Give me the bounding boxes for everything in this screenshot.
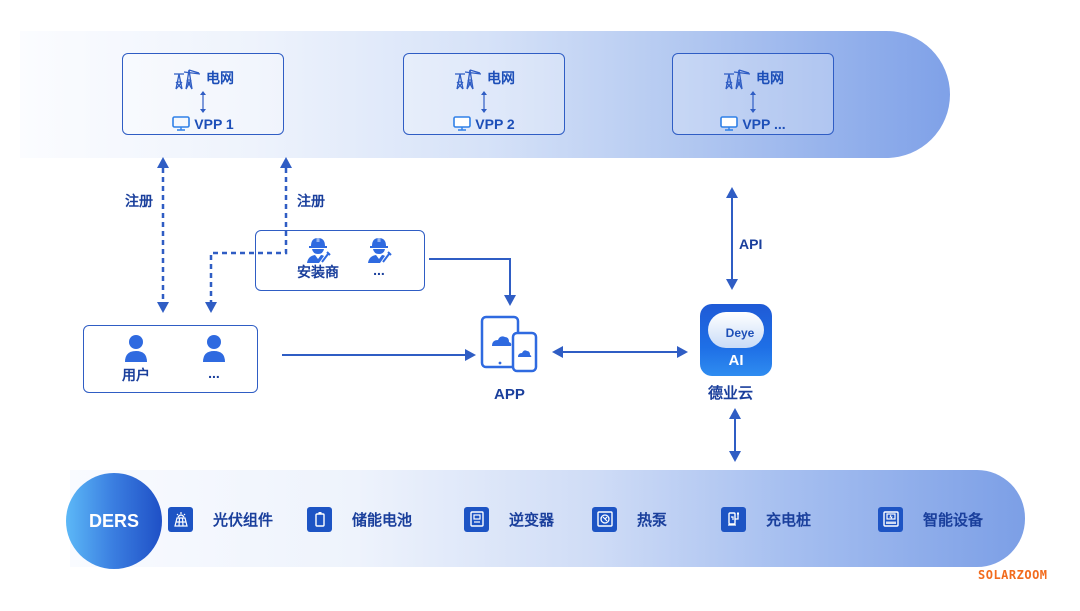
ders-band: [70, 470, 1025, 567]
arrow-head-up: [280, 157, 292, 168]
heat-pump-icon: [592, 506, 617, 532]
user-item[interactable]: 用户: [106, 334, 166, 385]
device-smart[interactable]: 智能设备: [878, 506, 983, 532]
logo-text: Deye: [725, 326, 755, 340]
register-label: 注册: [297, 193, 325, 209]
arrow-head-right: [677, 346, 688, 358]
app-node[interactable]: [480, 315, 538, 378]
double-arrow-icon: [199, 90, 207, 119]
double-arrow-icon: [749, 90, 757, 119]
device-label: 逆变器: [509, 511, 555, 529]
device-solar[interactable]: 光伏组件: [168, 506, 273, 532]
solar-panel-icon: [168, 506, 193, 532]
power-tower-icon: [722, 69, 756, 90]
logo-ai: AI: [728, 352, 744, 369]
cloud-label: 德业云: [708, 385, 754, 402]
vpp-label: VPP 2: [475, 116, 515, 132]
device-label: 智能设备: [923, 511, 984, 529]
arrow-head-up: [729, 408, 741, 419]
grid-label: 电网: [756, 70, 784, 86]
monitor-icon: [172, 116, 194, 132]
installer-item[interactable]: ...: [349, 235, 409, 278]
vpp-label: VPP 1: [194, 116, 234, 132]
user-label: 用户: [122, 367, 150, 383]
installer-worker-icon: [304, 237, 332, 266]
deye-cloud-logo[interactable]: Deye AI: [700, 304, 772, 376]
grid-label: 电网: [206, 70, 234, 86]
power-tower-icon: [172, 69, 206, 90]
device-heat-pump[interactable]: 热泵: [592, 506, 667, 532]
user-label: ...: [208, 365, 220, 381]
monitor-icon: [453, 116, 475, 132]
user-icon: [122, 335, 150, 365]
power-tower-icon: [453, 69, 487, 90]
vpp-box-2: 电网 VPP 2: [403, 53, 565, 135]
arrow-head-down: [729, 451, 741, 462]
arrow-head-up: [157, 157, 169, 168]
battery-icon: [307, 506, 332, 532]
app-label: APP: [494, 386, 525, 403]
double-arrow-icon: [480, 90, 488, 119]
arrow-head-up: [726, 187, 738, 198]
cloud-icon: [708, 312, 764, 348]
device-ev-charger[interactable]: 充电桩: [721, 506, 811, 532]
inverter-icon: [464, 506, 489, 532]
vpp-box-3: 电网 VPP ...: [672, 53, 834, 135]
device-battery[interactable]: 储能电池: [307, 506, 412, 532]
register-label: 注册: [125, 193, 153, 209]
arrow-head-down: [205, 302, 217, 313]
arrow-head-down: [726, 279, 738, 290]
smart-device-icon: [878, 506, 903, 532]
device-label: 储能电池: [352, 511, 413, 529]
installer-to-app-link: [429, 258, 511, 296]
installer-item[interactable]: 安装商: [288, 235, 348, 282]
device-label: 充电桩: [766, 511, 812, 529]
installer-worker-icon: [365, 237, 393, 266]
arrow-head-down: [504, 295, 516, 306]
tablet-phone-cloud-icon: [480, 315, 538, 377]
device-label: 光伏组件: [213, 511, 274, 529]
arrow-head-right: [465, 349, 476, 361]
user-card[interactable]: 用户 ...: [83, 325, 258, 393]
watermark: SOLARZOOM: [978, 568, 1048, 582]
installer-label: 安装商: [297, 264, 339, 280]
register-link-installer: [209, 168, 288, 302]
installer-label: ...: [373, 262, 385, 278]
grid-label: 电网: [487, 70, 515, 86]
ev-charger-icon: [721, 506, 746, 532]
arrow-head-left: [552, 346, 563, 358]
device-label: 热泵: [637, 511, 668, 529]
api-label: API: [739, 236, 763, 252]
installer-card[interactable]: 安装商 ...: [255, 230, 425, 291]
device-inverter[interactable]: 逆变器: [464, 506, 554, 532]
vpp-box-1: 电网 VPP 1: [122, 53, 284, 135]
vpp-label: VPP ...: [742, 116, 786, 132]
user-icon: [200, 335, 228, 365]
ders-badge: DERS: [66, 473, 162, 569]
user-item[interactable]: ...: [184, 334, 244, 381]
arrow-head-down: [157, 302, 169, 313]
monitor-icon: [720, 116, 742, 132]
